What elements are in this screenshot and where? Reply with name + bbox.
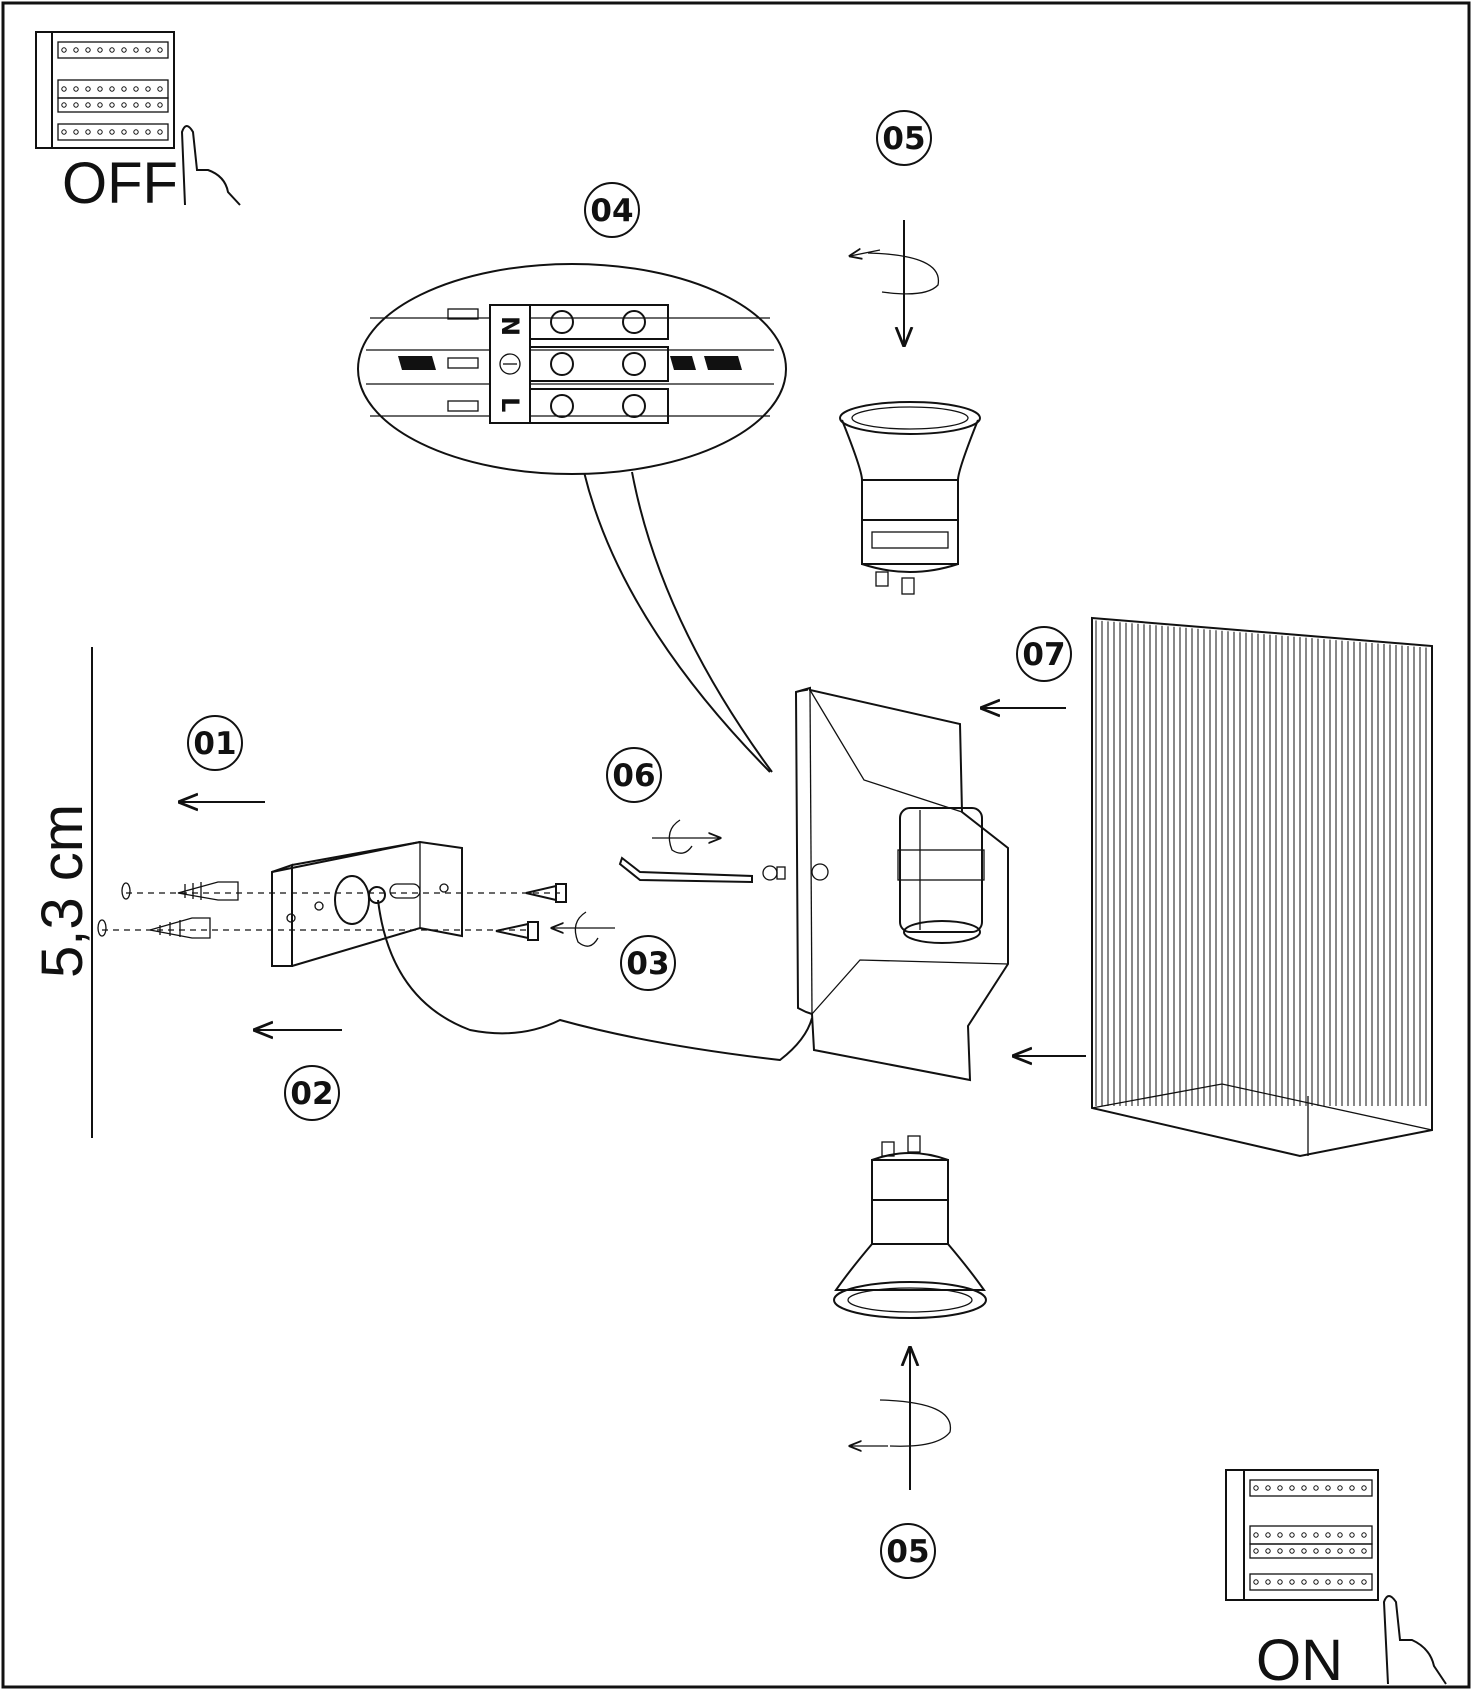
breaker-on-icon: ON	[1225, 1469, 1447, 1690]
svg-text:07: 07	[1022, 637, 1065, 673]
terminal-n-label: N	[496, 316, 524, 336]
wall-plugs	[97, 881, 560, 939]
step-badge-05-top: 05	[876, 110, 932, 166]
svg-text:03: 03	[626, 946, 669, 982]
screws	[495, 883, 567, 941]
rotate-icon-03	[552, 911, 615, 947]
breaker-off-icon: OFF	[35, 31, 241, 216]
hex-key	[618, 856, 786, 884]
step-badge-02: 02	[284, 1065, 340, 1121]
svg-text:01: 01	[193, 726, 236, 762]
gu10-bulb-top-icon	[839, 220, 981, 595]
svg-text:02: 02	[290, 1076, 333, 1112]
step-badge-05-bottom: 05	[880, 1523, 936, 1579]
step-badge-03: 03	[620, 935, 676, 991]
rotate-icon-06	[652, 819, 720, 854]
lamp-body	[794, 686, 1009, 1082]
svg-text:05: 05	[886, 1534, 929, 1570]
step-badge-01: 01	[187, 715, 243, 771]
ground-symbol-icon	[499, 353, 521, 375]
mounting-bracket	[271, 840, 463, 967]
svg-text:05: 05	[882, 121, 925, 157]
gu10-bulb-bottom-icon	[833, 1135, 987, 1490]
ground-wire	[377, 899, 813, 1062]
lamp-cover-shade	[1091, 616, 1433, 1158]
step-badge-06: 06	[606, 747, 662, 803]
dimension-label: 5,3 cm	[30, 804, 95, 978]
terminal-block-callout: N L	[357, 263, 787, 773]
switch-on-label: ON	[1256, 1628, 1343, 1690]
step-badge-07: 07	[1016, 626, 1072, 682]
switch-off-label: OFF	[62, 151, 178, 216]
svg-text:06: 06	[612, 758, 655, 794]
step-badge-04: 04	[584, 182, 640, 238]
svg-text:04: 04	[590, 193, 633, 229]
terminal-l-label: L	[496, 397, 524, 412]
